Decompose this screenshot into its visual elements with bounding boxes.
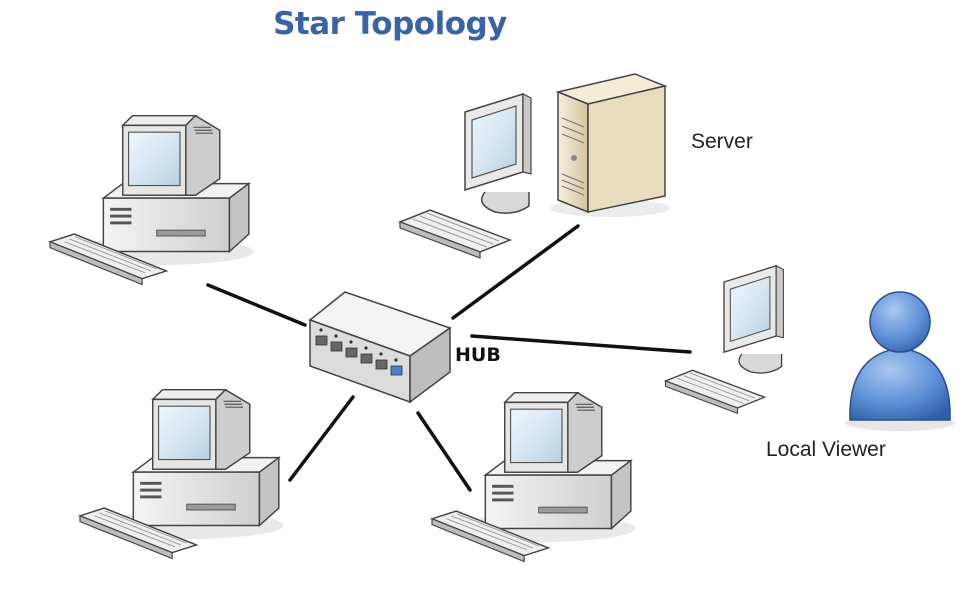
link-local-viewer: [470, 334, 692, 354]
hub-label: HUB: [455, 344, 501, 366]
diagram-title: Star Topology: [0, 6, 968, 42]
local-viewer-label: Local Viewer: [766, 438, 886, 461]
link-server: [451, 224, 580, 320]
local-viewer-node: [664, 265, 955, 431]
workstation-bottom-left: [79, 388, 285, 560]
link-bottom-left: [288, 395, 355, 482]
diagram-title-text: Star Topology: [273, 6, 507, 42]
server-tower-icon: [550, 73, 670, 217]
viewer-monitor: [664, 265, 785, 415]
network-links: [206, 224, 692, 492]
server-monitor: [399, 93, 532, 259]
server-label: Server: [691, 130, 753, 153]
network-hub-icon: [308, 291, 452, 404]
workstation-top-left: [49, 114, 255, 286]
link-bottom-right: [416, 411, 472, 492]
link-top-left: [206, 283, 307, 327]
user-person-icon: [845, 291, 955, 431]
server-node: [399, 73, 670, 259]
